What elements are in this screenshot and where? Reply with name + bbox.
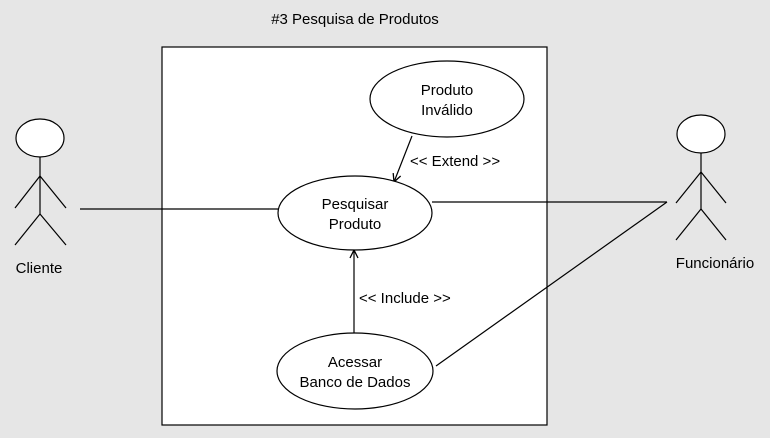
use-case-label-line2: Banco de Dados: [300, 374, 411, 391]
use-case-label-line1: Acessar: [328, 354, 382, 371]
actor-funcionario: Funcionário: [675, 114, 754, 272]
use-case-ellipse: [276, 332, 434, 410]
stick-figure-icon: [675, 114, 727, 241]
use-case-produto-invalido: Produto Inválido: [369, 60, 525, 138]
actor-label: Funcionário: [676, 255, 754, 272]
include-label: << Include >>: [359, 290, 451, 307]
use-case-pesquisar-produto: Pesquisar Produto: [277, 175, 433, 251]
association-funcionario-acessar: [435, 201, 668, 367]
extend-arrow: [394, 135, 413, 182]
use-case-label-line1: Produto: [421, 82, 474, 99]
actor-cliente: Cliente: [14, 118, 67, 277]
actor-label: Cliente: [16, 260, 63, 277]
extend-label: << Extend >>: [410, 153, 500, 170]
use-case-label-line2: Inválido: [421, 102, 473, 119]
stick-figure-icon: [14, 118, 67, 246]
use-case-acessar-banco: Acessar Banco de Dados: [276, 332, 434, 410]
use-case-ellipse: [277, 175, 433, 251]
use-case-label-line1: Pesquisar: [322, 196, 389, 213]
diagram-title: #3 Pesquisa de Produtos: [271, 11, 439, 28]
use-case-label-line2: Produto: [329, 216, 382, 233]
use-case-ellipse: [369, 60, 525, 138]
